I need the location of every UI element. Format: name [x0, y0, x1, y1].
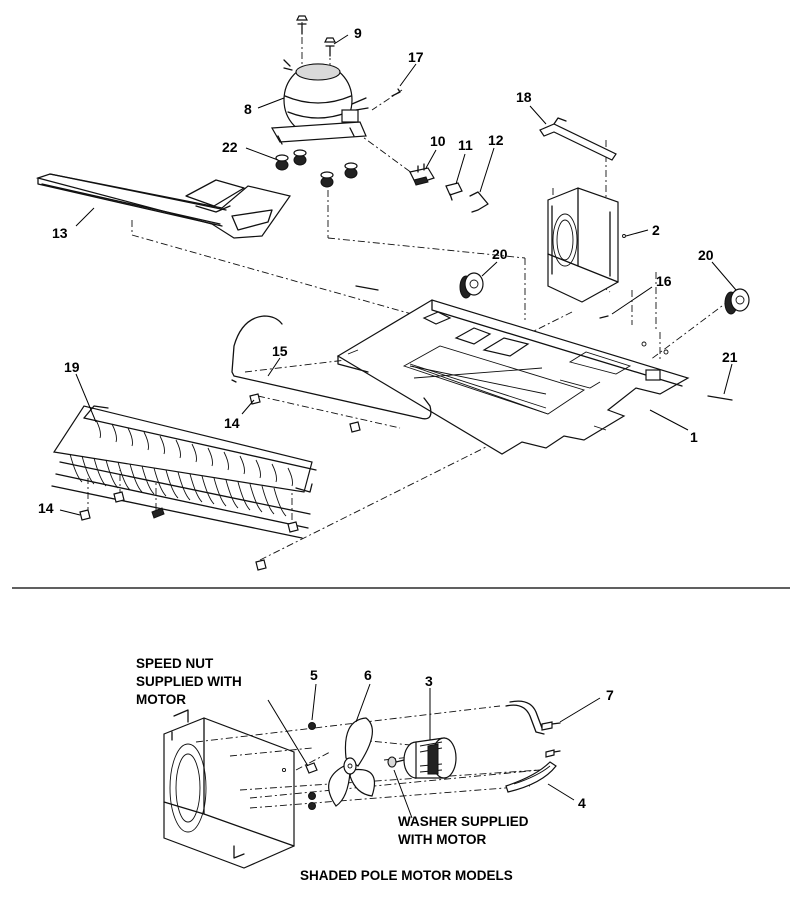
speed-nut-note-line-1: SPEED NUT: [136, 656, 214, 671]
overload-part-11: [445, 182, 463, 201]
callout-7: 7: [606, 687, 614, 703]
grommets-part-22: [275, 149, 358, 188]
leader-lines-lower: [267, 683, 601, 819]
speed-nut-note-line-2: SUPPLIED WITH: [136, 674, 242, 689]
compressor-part-8: [271, 59, 369, 145]
callout-14-lower: 14: [38, 500, 54, 516]
relay-part-10: [409, 163, 435, 186]
bracket-part-18: [539, 117, 617, 161]
fan-blade-part-6: [328, 717, 376, 807]
drain-pan-part-13: [35, 173, 291, 239]
washer-note-line-2: WITH MOTOR: [398, 832, 486, 847]
motor-part-3: [395, 737, 457, 779]
callout-15: 15: [272, 343, 288, 359]
callout-17: 17: [408, 49, 424, 65]
alignment-lines: [87, 22, 731, 561]
callout-16: 16: [656, 273, 672, 289]
callout-3: 3: [425, 673, 433, 689]
clip-part-14-upper: [249, 393, 361, 433]
screws-part-7: [541, 721, 561, 758]
pin-part-21: [355, 285, 733, 401]
callout-14-upper: 14: [224, 415, 240, 431]
callout-1: 1: [690, 429, 698, 445]
leader-lines: [59, 34, 737, 516]
callout-21: 21: [722, 349, 738, 365]
clip-part-17: [391, 88, 401, 97]
callout-19: 19: [64, 359, 80, 375]
callout-11: 11: [458, 137, 473, 153]
washer-note-line-1: WASHER SUPPLIED: [398, 814, 529, 829]
callout-12: 12: [488, 132, 504, 148]
condenser-coil-part-19: [51, 405, 317, 539]
callout-8: 8: [244, 101, 252, 117]
foot-part-20-left: [459, 272, 484, 299]
callout-20-left: 20: [492, 246, 508, 262]
shroud-part-2: [547, 187, 626, 303]
speed-nut-note-line-3: MOTOR: [136, 692, 186, 707]
screw-part-9: [296, 15, 336, 57]
callout-10: 10: [430, 133, 446, 149]
callout-9: 9: [354, 25, 362, 41]
coil-turns: [69, 419, 293, 517]
foot-part-20-right: [724, 288, 750, 315]
diagram-caption: SHADED POLE MOTOR MODELS: [300, 868, 513, 883]
alignment-lines-lower: [195, 705, 541, 809]
screw-part-16: [599, 315, 609, 319]
callout-6: 6: [364, 667, 372, 683]
callout-13: 13: [52, 225, 68, 241]
callout-2: 2: [652, 222, 660, 238]
tube-part-15: [231, 315, 432, 420]
cover-part-12: [469, 191, 489, 213]
callout-4: 4: [578, 795, 586, 811]
base-pan-part-1: [336, 299, 690, 455]
callout-20-right: 20: [698, 247, 714, 263]
shroud-lower-view: [163, 709, 295, 869]
callout-5: 5: [310, 667, 318, 683]
motor-bracket-part-4: [505, 761, 557, 793]
washer: [387, 756, 397, 768]
callout-18: 18: [516, 89, 532, 105]
speed-nuts-part-5: [305, 722, 318, 810]
motor-wire: [505, 700, 545, 735]
clip-part-14-lower: [79, 491, 299, 571]
callout-22: 22: [222, 139, 238, 155]
